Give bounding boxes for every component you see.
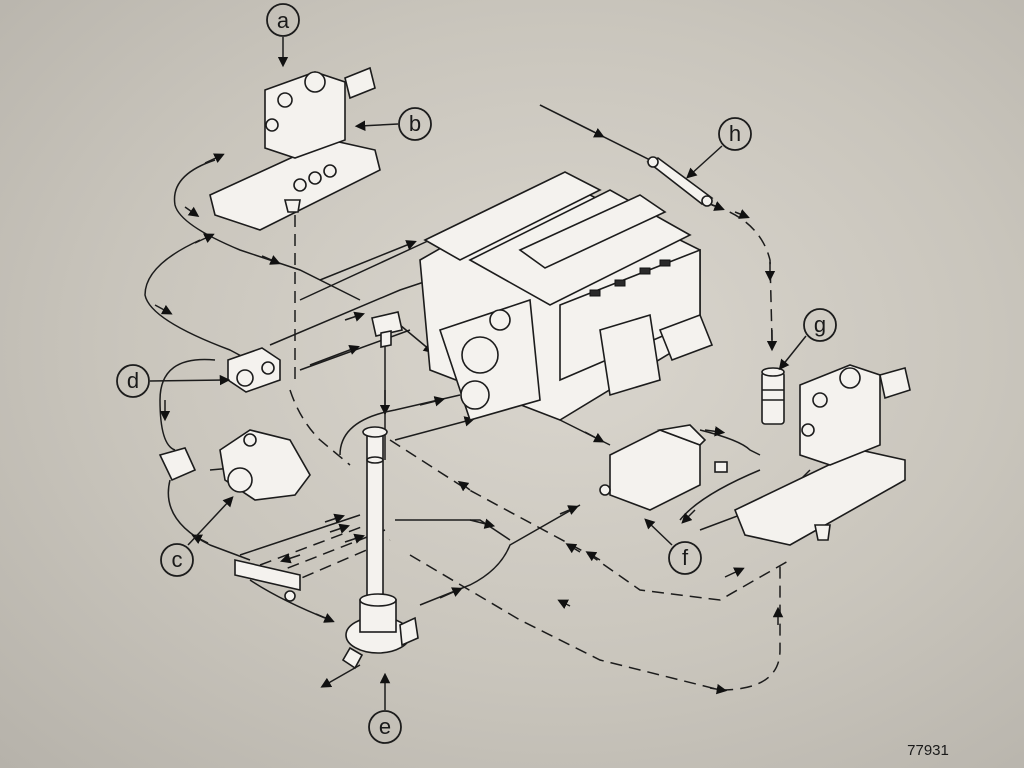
thermostat-housing <box>362 426 388 601</box>
seawater-pump <box>341 593 419 670</box>
callout-a: a <box>266 3 300 68</box>
callout-e: e <box>368 672 402 744</box>
callout-d-label: d <box>127 368 139 393</box>
callout-g-label: g <box>814 312 826 337</box>
callout-c: c <box>160 496 234 577</box>
component-h <box>646 156 714 207</box>
figure-number: 77931 <box>907 742 949 759</box>
hose-h-to-g <box>711 204 773 341</box>
component-d <box>227 347 281 393</box>
component-g <box>761 367 785 425</box>
callout-f-label: f <box>682 545 689 570</box>
component-f <box>599 424 728 511</box>
right-exhaust-manifold <box>733 364 911 546</box>
engine-block <box>419 171 714 421</box>
callout-e-label: e <box>379 714 391 739</box>
drain-line-long <box>389 439 791 601</box>
callout-d: d <box>116 364 231 398</box>
callout-g: g <box>778 308 837 371</box>
callout-c-label: c <box>172 547 183 572</box>
callout-a-label: a <box>277 8 290 33</box>
callout-b: b <box>354 107 432 141</box>
callout-h-label: h <box>729 121 741 146</box>
hose-left-loop <box>173 159 361 301</box>
water-pump <box>158 429 311 501</box>
callout-f: f <box>644 518 702 575</box>
callout-h: h <box>686 117 752 179</box>
callout-b-label: b <box>409 111 421 136</box>
tee-fitting <box>371 311 403 348</box>
left-exhaust-manifold <box>209 66 381 231</box>
distribution-block <box>234 558 301 602</box>
